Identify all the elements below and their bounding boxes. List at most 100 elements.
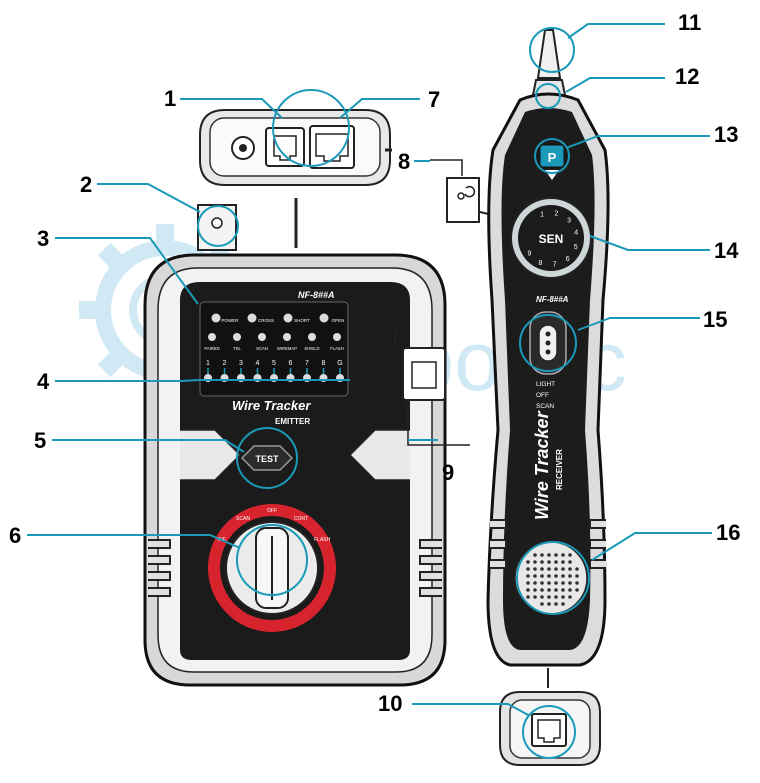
sen-label: SEN	[539, 232, 564, 246]
speaker-hole	[561, 560, 565, 564]
speaker-hole	[575, 581, 579, 585]
callout-8: 8	[398, 149, 410, 174]
speaker-hole	[547, 553, 551, 557]
switch-label: SCAN	[536, 403, 554, 410]
dial-mode-label: SCAN	[236, 516, 250, 522]
speaker-hole	[561, 602, 565, 606]
speaker-hole	[533, 560, 537, 564]
callout-2: 2	[80, 172, 92, 197]
speaker-hole	[540, 588, 544, 592]
speaker-hole	[540, 602, 544, 606]
mode-slide-switch[interactable]	[529, 311, 567, 375]
callout-9: 9	[442, 460, 454, 485]
callout-ring-1-7	[272, 89, 350, 167]
speaker-hole	[526, 595, 530, 599]
emitter-subtitle-label: EMITTER	[275, 417, 310, 426]
speaker-hole	[547, 560, 551, 564]
speaker-hole	[540, 560, 544, 564]
speaker-hole	[554, 560, 558, 564]
led-label: WIREMAP	[277, 346, 297, 351]
speaker-hole	[533, 581, 537, 585]
sen-digit: 5	[574, 244, 578, 251]
led-label: PAIRED	[204, 346, 219, 351]
speaker-hole	[568, 588, 572, 592]
pin-label: 4	[256, 360, 260, 367]
speaker-hole	[568, 553, 572, 557]
switch-label: OFF	[536, 392, 549, 399]
speaker-hole	[526, 581, 530, 585]
speaker-hole	[547, 567, 551, 571]
callout-6: 6	[9, 523, 21, 548]
speaker-hole	[568, 581, 572, 585]
speaker-hole	[568, 560, 572, 564]
switch-label: LIGHT	[536, 381, 555, 388]
led-indicator	[283, 333, 291, 341]
speaker-hole	[526, 588, 530, 592]
speaker-hole	[533, 595, 537, 599]
emitter-brand-label: Wire Tracker	[232, 398, 311, 413]
led-indicator	[233, 333, 241, 341]
sen-digit: 3	[567, 217, 571, 224]
led-indicator	[208, 333, 216, 341]
speaker-hole	[533, 567, 537, 571]
callout-numbers: 1 2 3 4 5 6 7 8 9 10 11 12 13 14 15 16	[9, 10, 740, 716]
emitter-top-view	[199, 109, 392, 248]
callout-13: 13	[714, 122, 738, 147]
speaker-hole	[540, 595, 544, 599]
led-indicator	[333, 333, 341, 341]
receiver-model-label: NF-8##A	[536, 295, 569, 304]
pin-label: 8	[322, 360, 326, 367]
test-button[interactable]: TEST	[240, 445, 294, 471]
rj45-port-icon	[531, 713, 567, 747]
speaker-hole	[575, 567, 579, 571]
callout-7: 7	[428, 87, 440, 112]
speaker-hole	[561, 574, 565, 578]
speaker-hole	[561, 553, 565, 557]
receiver-bottom-view	[499, 691, 601, 766]
speaker-grille	[514, 541, 588, 615]
rj11-port	[265, 127, 305, 167]
sen-digit: 9	[527, 251, 531, 258]
led-indicator	[258, 333, 266, 341]
emitter-model-label: NF-8##A	[298, 290, 335, 300]
led-indicator	[319, 313, 329, 323]
mode-dial[interactable]	[208, 504, 336, 632]
pin-label: 6	[289, 360, 293, 367]
led-indicator	[308, 333, 316, 341]
receiver-brand-label: Wire Tracker	[532, 410, 552, 520]
callout-1: 1	[164, 86, 176, 111]
led-indicator	[247, 313, 257, 323]
speaker-hole	[554, 581, 558, 585]
sen-digit: 1	[540, 212, 544, 219]
speaker-hole	[575, 574, 579, 578]
speaker-hole	[533, 553, 537, 557]
sen-digit: 2	[554, 211, 558, 218]
p-button-label: P	[548, 150, 557, 165]
dial-mode-label: OFF	[267, 508, 277, 514]
callout-12: 12	[675, 64, 699, 89]
pin-label: 5	[272, 360, 276, 367]
led-label: SHORT	[294, 318, 310, 323]
speaker-hole	[540, 553, 544, 557]
speaker-hole	[526, 574, 530, 578]
callout-15: 15	[703, 307, 727, 332]
led-label: SHIELD	[304, 346, 319, 351]
receiver-subtitle-label: RECEIVER	[555, 449, 564, 490]
rj45-port-icon	[411, 361, 437, 389]
led-label: SCAN	[256, 346, 268, 351]
speaker-hole	[554, 553, 558, 557]
speaker-hole	[561, 595, 565, 599]
sensitivity-wheel[interactable]: SEN	[510, 197, 592, 279]
speaker-hole	[526, 560, 530, 564]
led-label: CROSS	[258, 318, 274, 323]
rj45-port	[309, 125, 355, 169]
led-label: FLASH	[330, 346, 344, 351]
pin-label: 1	[206, 360, 210, 367]
callout-5: 5	[34, 428, 46, 453]
speaker-hole	[533, 588, 537, 592]
pin-label: 2	[223, 360, 227, 367]
p-button[interactable]: P	[539, 144, 565, 168]
speaker-hole	[533, 574, 537, 578]
